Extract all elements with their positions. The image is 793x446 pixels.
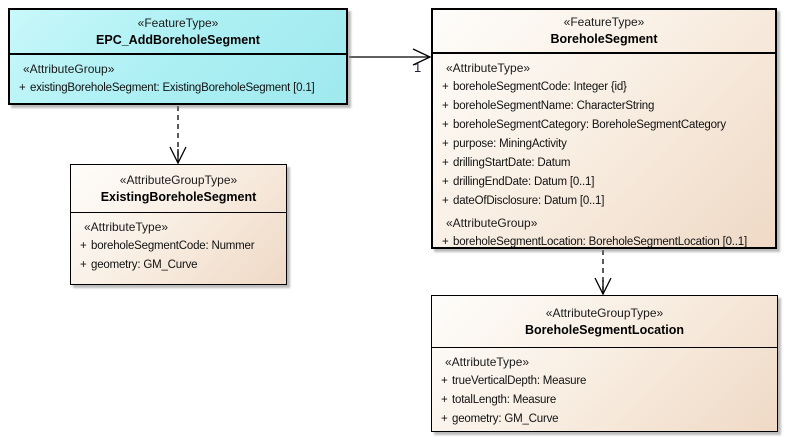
visibility: + — [441, 394, 448, 406]
attribute-row: + dateOfDisclosure: Datum [0..1] — [433, 192, 771, 211]
visibility: + — [441, 375, 448, 387]
attribute-row: + drillingEndDate: Datum [0..1] — [433, 173, 771, 192]
attribute-row: + boreholeSegmentCode: Nummer — [71, 237, 282, 256]
class-name: EPC_AddBoreholeSegment — [96, 32, 260, 47]
connector-association-epc-to-boreholesegment[interactable] — [349, 48, 432, 66]
class-header: «FeatureType» BoreholeSegment — [433, 10, 775, 54]
connector-dependency-epc-to-existingboreholesegment[interactable] — [169, 106, 187, 165]
attribute-text: purpose: MiningActivity — [453, 138, 567, 150]
attribute-text: boreholeSegmentLocation: BoreholeSegment… — [453, 236, 747, 248]
attribute-row: + trueVerticalDepth: Measure — [432, 372, 773, 391]
attribute-text: dateOfDisclosure: Datum [0..1] — [453, 195, 605, 207]
attribute-text: boreholeSegmentCode: Integer {id} — [453, 81, 627, 93]
attribute-row: + boreholeSegmentLocation: BoreholeSegme… — [433, 233, 771, 252]
class-header: «AttributeGroupType» BoreholeSegmentLoca… — [432, 296, 777, 348]
visibility: + — [441, 413, 448, 425]
attribute-text: existingBoreholeSegment: ExistingBorehol… — [30, 82, 315, 94]
attribute-text: boreholeSegmentName: CharacterString — [453, 100, 655, 112]
attribute-row: + boreholeSegmentCode: Integer {id} — [433, 78, 771, 97]
section-title: «AttributeType» — [446, 61, 531, 75]
attribute-row: + geometry: GM_Curve — [432, 410, 773, 429]
visibility: + — [442, 195, 449, 207]
attribute-row: + drillingStartDate: Datum — [433, 154, 771, 173]
attribute-text: totalLength: Measure — [452, 394, 557, 406]
visibility: + — [19, 82, 26, 94]
stereotype: «AttributeGroupType» — [119, 172, 238, 187]
attribute-text: geometry: GM_Curve — [91, 259, 198, 271]
visibility: + — [442, 176, 449, 188]
class-boreholesegmentlocation[interactable]: «AttributeGroupType» BoreholeSegmentLoca… — [431, 295, 778, 432]
section-title: «AttributeGroup» — [446, 216, 538, 230]
visibility: + — [442, 81, 449, 93]
visibility: + — [80, 240, 87, 252]
open-arrowhead-icon — [412, 48, 432, 66]
attribute-row: + existingBoreholeSegment: ExistingBoreh… — [10, 79, 342, 98]
visibility: + — [442, 138, 449, 150]
attribute-text: geometry: GM_Curve — [452, 413, 559, 425]
attribute-text: drillingEndDate: Datum [0..1] — [453, 176, 595, 188]
visibility: + — [442, 119, 449, 131]
attribute-text: trueVerticalDepth: Measure — [452, 375, 587, 387]
section-title: «AttributeGroup» — [23, 62, 115, 76]
stereotype: «FeatureType» — [563, 15, 645, 29]
class-epc-addboreholesegment[interactable]: «FeatureType» EPC_AddBoreholeSegment «At… — [8, 8, 348, 105]
class-header: «AttributeGroupType» ExistingBoreholeSeg… — [71, 165, 286, 213]
attribute-row: + boreholeSegmentName: CharacterString — [433, 97, 771, 116]
class-name: ExistingBoreholeSegment — [100, 189, 257, 204]
attributes-compartment: «AttributeGroup» + existingBoreholeSegme… — [10, 55, 346, 98]
class-header: «FeatureType» EPC_AddBoreholeSegment — [10, 10, 346, 55]
visibility: + — [442, 100, 449, 112]
visibility: + — [80, 259, 87, 271]
class-name: BoreholeSegmentLocation — [524, 322, 685, 337]
class-existingboreholesegment[interactable]: «AttributeGroupType» ExistingBoreholeSeg… — [70, 164, 287, 285]
visibility: + — [442, 157, 449, 169]
stereotype: «AttributeGroupType» — [545, 305, 664, 320]
attributes-compartment: «AttributeType» + trueVerticalDepth: Mea… — [432, 348, 777, 429]
section-title: «AttributeType» — [84, 220, 169, 234]
attribute-row: + totalLength: Measure — [432, 391, 773, 410]
attribute-row: + purpose: MiningActivity — [433, 135, 771, 154]
attributes-compartment: «AttributeType» + boreholeSegmentCode: N… — [71, 213, 286, 275]
section-title: «AttributeType» — [445, 355, 530, 369]
attribute-row: + boreholeSegmentCategory: BoreholeSegme… — [433, 116, 771, 135]
attributes-compartment: «AttributeType» + boreholeSegmentCode: I… — [433, 54, 775, 252]
multiplicity-label: 1 — [414, 60, 422, 75]
attribute-text: drillingStartDate: Datum — [453, 157, 571, 169]
class-name: BoreholeSegment — [550, 32, 658, 46]
attribute-text: boreholeSegmentCode: Nummer — [91, 240, 255, 252]
connector-dependency-boreholesegment-to-location[interactable] — [594, 250, 612, 296]
stereotype: «FeatureType» — [137, 15, 219, 30]
visibility: + — [442, 236, 449, 248]
class-boreholesegment[interactable]: «FeatureType» BoreholeSegment «Attribute… — [431, 8, 777, 249]
attribute-row: + geometry: GM_Curve — [71, 256, 282, 275]
attribute-text: boreholeSegmentCategory: BoreholeSegment… — [453, 119, 726, 131]
